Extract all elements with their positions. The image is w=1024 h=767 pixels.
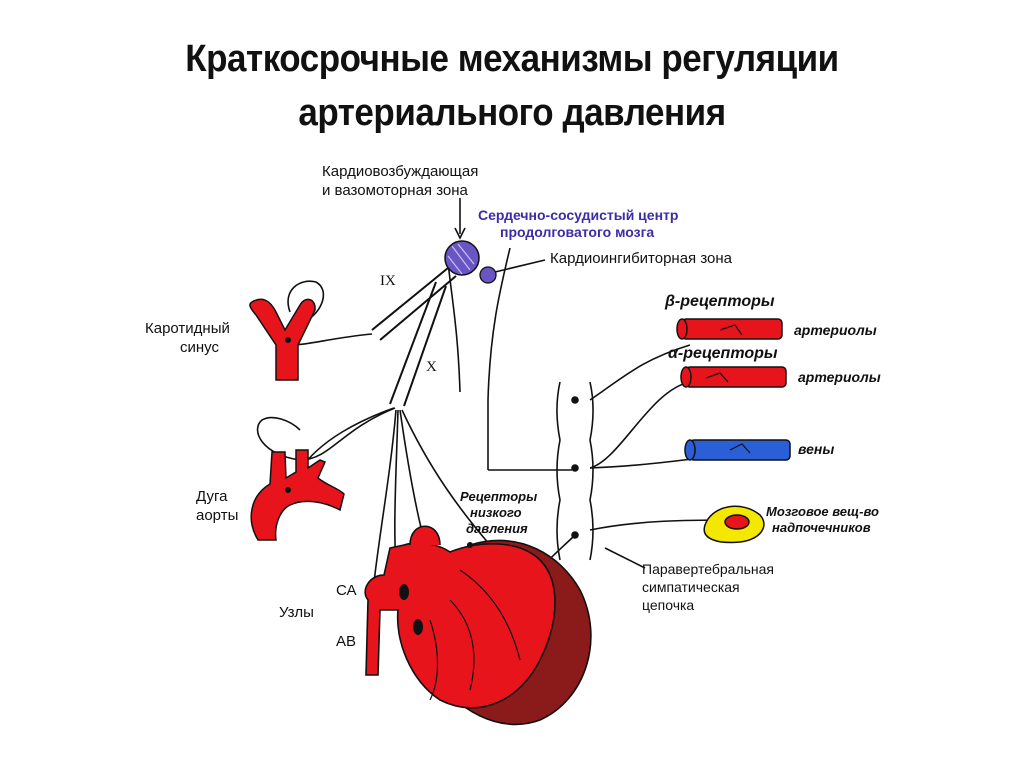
av-node	[413, 619, 423, 635]
label-carotid-1: Каротидный	[145, 320, 230, 337]
label-carotid-2: синус	[180, 339, 219, 356]
efferent-to-arteriole-1	[589, 344, 691, 401]
efferent-to-arteriole-2	[589, 381, 691, 469]
label-nerve-ix: IX	[380, 273, 396, 289]
label-cardioexcitatory-2: и вазомоторная зона	[322, 182, 468, 199]
sa-node	[399, 584, 409, 600]
carotid-loop	[287, 280, 325, 319]
heart	[364, 525, 592, 726]
receptor-terminal	[719, 324, 743, 336]
vein	[684, 439, 791, 461]
label-beta-receptors: β-рецепторы	[665, 293, 775, 310]
arteriole-beta	[676, 318, 783, 340]
brainstem-right-line	[487, 247, 511, 470]
label-cardioinhibitory: Кардиоингибиторная зона	[550, 250, 733, 267]
aortic-loop	[256, 407, 396, 461]
nerve-x-right	[403, 285, 447, 407]
nerve-ix-upper	[371, 267, 449, 331]
label-adrenal-2: надпочечников	[772, 520, 871, 535]
aortic-receptor-dot	[285, 487, 291, 493]
carotid-sinus	[249, 298, 316, 381]
label-alpha-receptors: α-рецепторы	[668, 345, 778, 362]
label-chain-2: симпатическая	[642, 579, 740, 595]
adrenal-medulla	[703, 505, 765, 544]
title-line-2: артериального давления	[298, 92, 726, 134]
title-line-1: Краткосрочные механизмы регуляции	[185, 38, 839, 80]
label-low-pressure-3: давления	[466, 521, 528, 536]
label-nerve-x: X	[426, 359, 437, 375]
label-center-1: Сердечно-сосудистый центр	[478, 207, 679, 223]
nerve-ix-lower	[379, 275, 457, 341]
receptor-terminal	[705, 372, 729, 383]
cardioinhibitory-zone	[479, 266, 497, 284]
label-aortic-arch-2: аорты	[196, 507, 239, 524]
receptor-terminal	[729, 443, 751, 454]
label-arterioles-2: артериолы	[798, 369, 881, 385]
pointer-line-inhib	[494, 259, 546, 273]
label-center-2: продолговатого мозга	[500, 224, 655, 240]
chain-ganglion	[571, 396, 579, 404]
brainstem-left-line	[447, 261, 461, 393]
chain-left	[556, 381, 561, 561]
carotid-receptor-dot	[285, 337, 291, 343]
aortic-arch	[250, 449, 345, 541]
label-low-pressure-1: Рецепторы	[460, 489, 538, 504]
label-chain-1: Паравертебральная	[642, 561, 775, 577]
label-nodes: Узлы	[279, 604, 314, 621]
chain-right	[589, 381, 594, 561]
cardioexcitatory-zone	[444, 240, 480, 276]
label-cardioexcitatory-1: Кардиовозбуждающая	[322, 163, 479, 180]
arteriole-alpha	[680, 366, 787, 388]
zone-hatching	[447, 243, 475, 275]
label-sa-node: СА	[336, 582, 357, 599]
nerve-x-left	[389, 281, 437, 405]
label-aortic-arch-1: Дуга	[196, 488, 228, 505]
label-adrenal-1: Мозговое вещ-во	[766, 504, 879, 519]
aortic-afferent	[299, 407, 395, 471]
low-pressure-receptor-dot	[467, 542, 473, 548]
chain-ganglion	[571, 464, 579, 472]
label-low-pressure-2: низкого	[470, 505, 522, 520]
vagus-fiber-4	[401, 409, 491, 546]
pointer-arrowhead	[454, 227, 466, 240]
label-av-node: АВ	[336, 633, 357, 650]
label-arterioles-1: артериолы	[794, 322, 877, 338]
pointer-chain	[604, 547, 646, 569]
label-chain-3: цепочка	[642, 597, 695, 613]
label-veins: вены	[798, 441, 835, 457]
heart-inner-lines	[429, 569, 521, 701]
